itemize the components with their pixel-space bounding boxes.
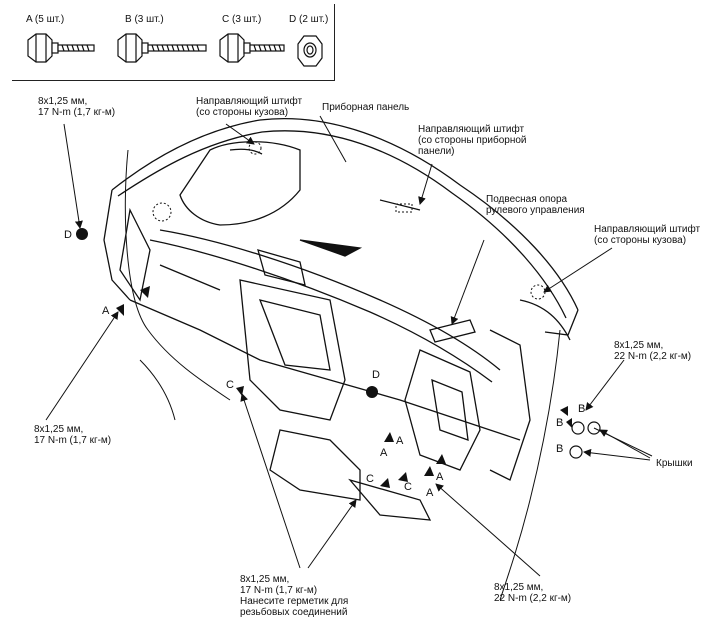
caps-icons xyxy=(569,421,601,459)
marker-d-center: D xyxy=(372,369,380,381)
bottom-right-torque-line2: 22 N-m (2,2 кг-м) xyxy=(494,593,572,604)
left-torque-line2: 17 N-m (1,7 кг-м) xyxy=(34,435,112,446)
body-pillar xyxy=(124,149,561,601)
marker-b-right-3: B xyxy=(556,443,564,455)
flange-bolt-short-icon xyxy=(27,33,95,63)
instrument-panel-label: Приборная панель xyxy=(322,102,410,113)
instrument-panel-outline xyxy=(103,118,579,521)
bolt-triangle-markers xyxy=(116,286,572,488)
guide-pin-body-right-line2: (со стороны кузова) xyxy=(594,235,687,246)
guide-pin-marks xyxy=(152,141,546,300)
marker-b-right-1: B xyxy=(578,403,586,415)
bottom-center-line2: 17 N-m (1,7 кг-м) xyxy=(240,585,318,596)
guide-pin-panel-line1: Направляющий штифт xyxy=(418,124,525,135)
steering-hanger-line1: Подвесная опора xyxy=(486,194,568,205)
top-left-torque-line2: 17 N-m (1,7 кг-м) xyxy=(38,107,116,118)
bottom-right-torque-line1: 8x1,25 мм, xyxy=(494,582,544,593)
guide-pin-panel-line2: (со стороны приборной xyxy=(418,135,527,146)
fastener-b-label: B (3 шт.) xyxy=(125,14,164,25)
marker-d-left: D xyxy=(64,229,72,241)
guide-pin-body-top-line2: (со стороны кузова) xyxy=(196,107,289,118)
nut-d-left-dot xyxy=(76,228,88,240)
guide-pin-body-right-line1: Направляющий штифт xyxy=(594,224,701,235)
right-torque-line1: 8x1,25 мм, xyxy=(614,340,664,351)
marker-a-center-1: A xyxy=(396,435,404,447)
right-torque-line2: 22 N-m (2,2 кг-м) xyxy=(614,351,692,362)
flange-bolt-long-icon xyxy=(117,33,207,63)
marker-c-center-1: C xyxy=(366,473,374,485)
marker-a-center-2: A xyxy=(380,447,388,459)
bottom-center-line1: 8x1,25 мм, xyxy=(240,574,290,585)
guide-pin-panel-line3: панели) xyxy=(418,146,455,157)
marker-a-center-4: A xyxy=(436,471,444,483)
flange-nut-icon xyxy=(297,35,323,67)
left-torque-line1: 8x1,25 мм, xyxy=(34,424,84,435)
marker-c-center-2: C xyxy=(404,481,412,493)
marker-b-right-2: B xyxy=(556,417,564,429)
bottom-center-line3: Нанесите герметик для xyxy=(240,596,349,607)
marker-a-left: A xyxy=(102,305,110,317)
fastener-d-label: D (2 шт.) xyxy=(289,14,329,25)
flange-bolt-medium-icon xyxy=(219,33,285,63)
steering-hanger-line2: рулевого управления xyxy=(486,205,585,216)
marker-a-center-3: A xyxy=(426,487,434,499)
top-left-torque-line1: 8x1,25 мм, xyxy=(38,96,88,107)
fastener-c-label: C (3 шт.) xyxy=(222,14,262,25)
fastener-legend-frame xyxy=(12,4,335,81)
fastener-a-label: A (5 шт.) xyxy=(26,14,65,25)
guide-pin-body-top-line1: Направляющий штифт xyxy=(196,96,303,107)
leader-lines xyxy=(45,115,653,577)
caps-label: Крышки xyxy=(656,458,693,469)
marker-c-left: C xyxy=(226,379,234,391)
nut-d-center-dot xyxy=(366,386,378,398)
bottom-center-line4: резьбовых соединений xyxy=(240,607,348,618)
